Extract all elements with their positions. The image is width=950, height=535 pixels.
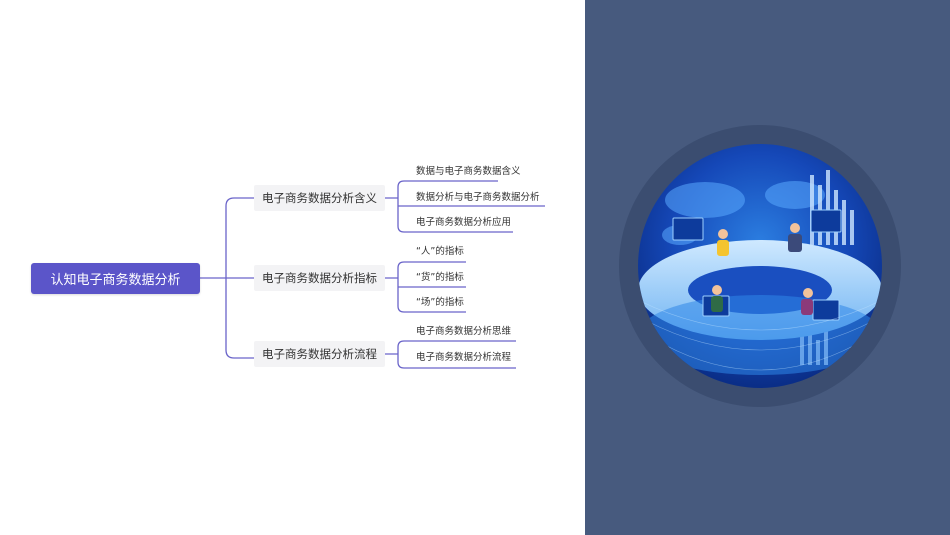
connector-branch-3 <box>385 340 516 369</box>
connector-branch-1 <box>385 180 545 233</box>
mindmap-branch-process: 电子商务数据分析流程 <box>254 341 385 367</box>
mindmap-root-node: 认知电子商务数据分析 <box>31 263 200 294</box>
mindmap-leaf: “货”的指标 <box>416 272 464 283</box>
mindmap-leaf: 电子商务数据分析流程 <box>416 352 512 363</box>
mind-map-connectors <box>200 180 545 369</box>
mindmap-leaf: 电子商务数据分析应用 <box>416 217 512 228</box>
mindmap-leaf: “人”的指标 <box>416 246 464 257</box>
connector-branch-2 <box>385 261 466 313</box>
connector-root <box>200 197 254 359</box>
people <box>711 223 813 315</box>
illustration-panel <box>585 0 950 535</box>
mindmap-branch-meaning: 电子商务数据分析含义 <box>254 185 385 211</box>
mindmap-branch-indicators: 电子商务数据分析指标 <box>254 265 385 291</box>
data-globe-illustration <box>619 125 901 407</box>
mindmap-leaf: 数据分析与电子商务数据分析 <box>416 192 540 203</box>
mind-map: 认知电子商务数据分析 电子商务数据分析含义 电子商务数据分析指标 电子商务数据分… <box>31 166 545 369</box>
mindmap-leaf: 电子商务数据分析思维 <box>416 326 512 337</box>
mindmap-leaf: 数据与电子商务数据含义 <box>416 166 521 177</box>
mindmap-leaf: “场”的指标 <box>416 297 464 308</box>
